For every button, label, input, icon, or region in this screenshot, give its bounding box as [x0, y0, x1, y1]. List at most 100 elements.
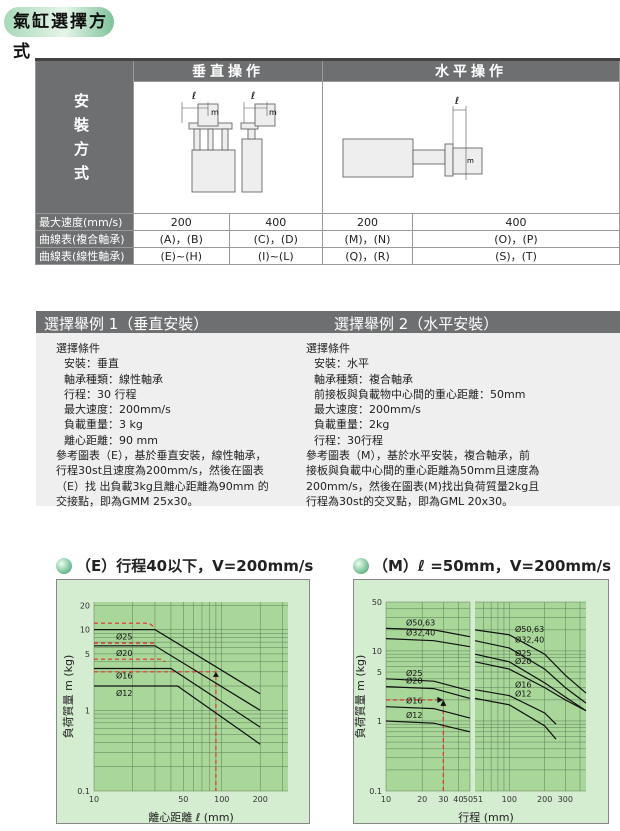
- selection-table: 安 裝 方 式 垂直操作 水平操作 ℓ ℓ m m ℓ m 最大速度(mm/s)…: [35, 58, 620, 265]
- cell: 200: [133, 213, 230, 231]
- series-line: [474, 697, 557, 740]
- arrow-icon: [440, 699, 447, 706]
- cell: 400: [412, 213, 620, 231]
- cell: (E)~(H): [133, 247, 230, 265]
- svg-text:ℓ: ℓ: [192, 91, 196, 102]
- reference-dashed-line: [94, 658, 166, 663]
- cell: (I)~(L): [228, 247, 323, 265]
- series-line: [385, 638, 471, 648]
- series-label: Ø32,40: [515, 635, 544, 645]
- series-line: [94, 645, 261, 711]
- example-line: 安裝：水平: [314, 357, 369, 371]
- series-label: Ø32,40: [406, 628, 435, 638]
- x-tick-label: 40: [453, 795, 463, 804]
- series-line: [385, 720, 471, 733]
- cell: 400: [228, 213, 323, 231]
- cell: (C)，(D): [228, 230, 323, 248]
- example-line: 行程30st且速度為200mm/s，然後在圖表: [56, 464, 264, 478]
- group-horizontal: 水平操作: [322, 58, 620, 82]
- cell: (Q)，(R): [322, 247, 413, 265]
- arrow-icon: [212, 671, 219, 677]
- chart-title-text: （M）ℓ =50mm，V=200mm/s: [373, 557, 612, 575]
- example-line: 最大速度：200mm/s: [64, 403, 171, 417]
- series-line: [94, 685, 261, 745]
- reference-dashed-line: [94, 671, 217, 791]
- y-tick-label: 1: [377, 717, 382, 726]
- row-label: 最大速度(mm/s): [35, 213, 134, 231]
- cell: 200: [322, 213, 413, 231]
- y-tick-label: 1: [85, 706, 90, 715]
- y-tick-label: 10: [80, 626, 90, 635]
- series-label: Ø25: [116, 632, 132, 642]
- svg-text:m: m: [269, 108, 277, 117]
- series-label: Ø25: [406, 668, 422, 678]
- x-tick-label: 30: [438, 795, 448, 804]
- table-row: 曲線表(線性軸承)(E)~(H)(I)~(L)(Q)，(R)(S)，(T): [35, 247, 620, 265]
- group-vertical: 垂直操作: [133, 58, 323, 82]
- bullet-icon: [56, 557, 72, 574]
- series-line: [385, 678, 471, 692]
- horizontal-diagram: ℓ m: [322, 81, 620, 214]
- x-tick-label: 51: [473, 795, 483, 804]
- svg-text:m: m: [211, 108, 219, 117]
- cell: (A)，(B): [133, 230, 230, 248]
- reference-dashed-line: [94, 622, 154, 627]
- example-line: 行程為30st的交叉點，即為GML 20x30。: [306, 494, 514, 508]
- cell: (O)，(P): [412, 230, 620, 248]
- series-label: Ø50,63: [515, 624, 544, 634]
- series-label: Ø16: [515, 680, 531, 690]
- example-line: 最大速度：200mm/s: [314, 403, 421, 417]
- vertical-diagram: ℓ ℓ m m: [133, 81, 323, 214]
- row-label: 曲線表(線性軸承): [35, 247, 134, 265]
- x-axis-label: 行程 (mm): [458, 811, 514, 824]
- example-line: 安裝：垂直: [64, 357, 119, 371]
- svg-text:m: m: [467, 157, 474, 165]
- example-line: 選擇條件: [56, 342, 100, 355]
- series-label: Ø16: [406, 696, 422, 706]
- example-line: 負載重量：3 kg: [64, 418, 143, 432]
- series-line: [474, 661, 587, 712]
- series-label: Ø20: [116, 648, 132, 658]
- series-label: Ø20: [406, 676, 422, 686]
- chart-m-title: （M）ℓ =50mm，V=200mm/s: [353, 555, 611, 576]
- y-axis-label: 負荷質量 m (kg): [354, 655, 367, 739]
- example1-heading: 選擇舉例 1（垂直安裝）: [44, 315, 209, 333]
- series-label: Ø20: [515, 656, 531, 666]
- series-line: [474, 653, 587, 712]
- example-line: 參考圖表（M），基於水平安裝，複合軸承，前: [306, 449, 530, 463]
- example-line: 負載重量：2kg: [314, 418, 390, 432]
- x-tick-label: 10: [381, 795, 391, 804]
- x-tick-label: 100: [502, 795, 517, 804]
- series-line: [385, 686, 471, 699]
- y-tick-label: 50: [372, 598, 382, 607]
- example-line: 行程：30 行程: [64, 387, 137, 401]
- example-line: 軸承種類：複合軸承: [314, 372, 413, 386]
- cell: (S)，(T): [412, 247, 620, 265]
- x-tick-label: 50: [463, 795, 473, 804]
- series-label: Ø16: [116, 670, 132, 680]
- svg-text:ℓ: ℓ: [455, 96, 459, 107]
- series-label: Ø12: [515, 688, 531, 698]
- x-tick-label: 100: [214, 795, 229, 804]
- series-line: [474, 689, 557, 725]
- example-line: （E）找 出負載3kg且離心距離為90mm 的: [56, 479, 269, 493]
- row-label: 曲線表(複合軸承): [35, 230, 134, 248]
- arrow-icon: [437, 696, 444, 703]
- x-tick-label: 200: [253, 795, 268, 804]
- series-label: Ø12: [116, 688, 132, 698]
- x-tick-label: 50: [178, 795, 188, 804]
- series-label: Ø50,63: [406, 617, 435, 627]
- series-line: [474, 629, 587, 694]
- y-tick-label: 5: [85, 650, 90, 659]
- example-line: 軸承種類：線性軸承: [64, 372, 163, 386]
- page-title-badge: 氣缸選擇方式: [4, 7, 114, 62]
- y-tick-label: 10: [372, 647, 382, 656]
- series-label: Ø25: [515, 648, 531, 658]
- example-line: 選擇條件: [306, 342, 350, 355]
- example-line: 離心距離：90 mm: [64, 433, 158, 447]
- x-axis-label: 離心距離 ℓ (mm): [148, 810, 234, 824]
